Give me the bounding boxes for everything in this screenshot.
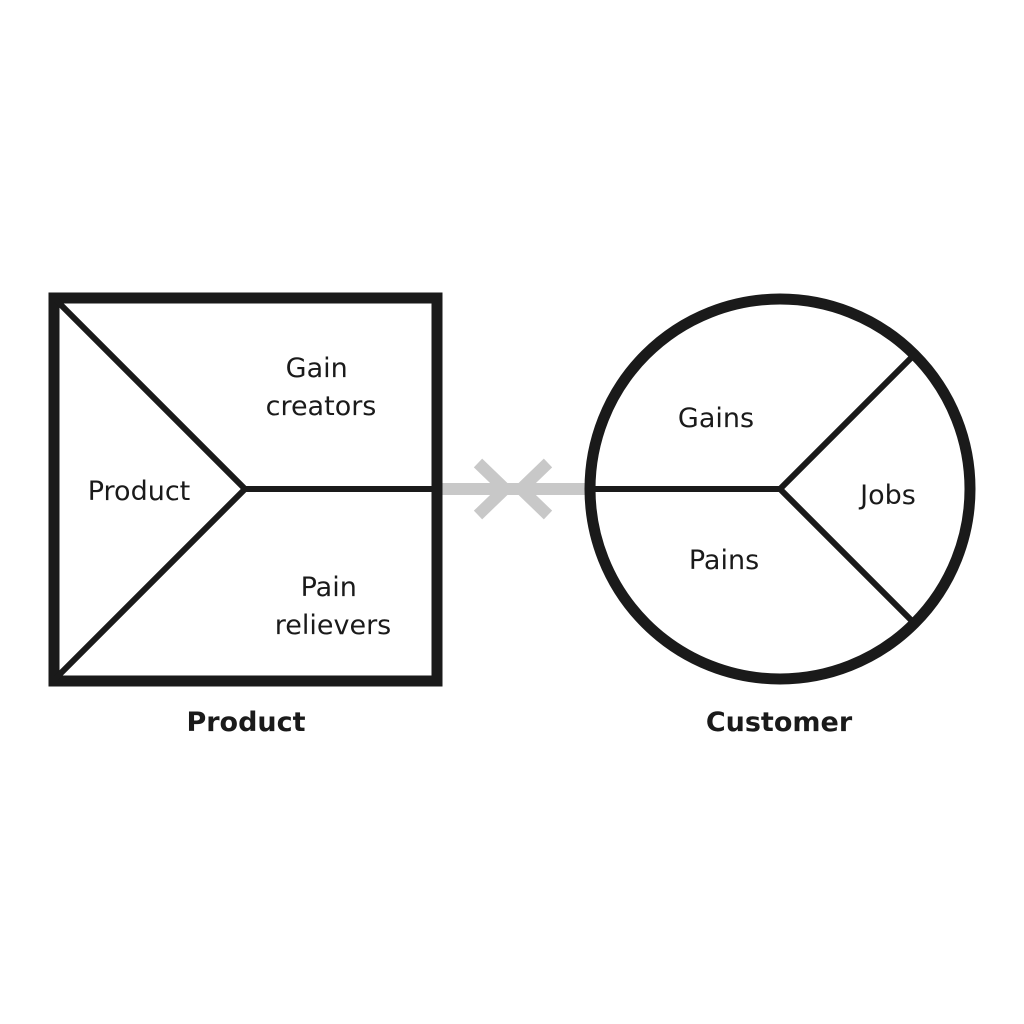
gain-creators-line-2: creators xyxy=(266,391,377,422)
arrow-right-head-icon xyxy=(473,458,514,520)
product-divider-lower xyxy=(53,486,248,681)
arrow-left-head-icon xyxy=(512,458,553,520)
fit-arrows xyxy=(440,458,588,520)
section-gains-label: Gains xyxy=(678,403,754,434)
section-pains-label: Pains xyxy=(689,545,759,576)
product-divider-upper xyxy=(53,297,248,492)
product-square-border xyxy=(48,292,443,687)
customer-divider-lower-right xyxy=(777,486,914,623)
section-product-label: Product xyxy=(88,476,191,507)
section-gain-creators-label: Gain creators xyxy=(266,353,377,422)
product-caption: Product xyxy=(186,707,305,738)
section-pain-relievers-label: Pain relievers xyxy=(275,572,392,641)
section-jobs-label: Jobs xyxy=(858,480,916,511)
gain-creators-line-1: Gain xyxy=(286,353,348,384)
customer-divider-upper-right xyxy=(777,355,914,492)
customer-circle: Gains Pains Jobs xyxy=(584,293,976,685)
customer-caption: Customer xyxy=(706,707,853,738)
product-square: Product Gain creators Pain relievers xyxy=(48,292,443,687)
pain-relievers-line-1: Pain xyxy=(301,572,357,603)
customer-circle-border xyxy=(584,293,976,685)
pain-relievers-line-2: relievers xyxy=(275,610,392,641)
